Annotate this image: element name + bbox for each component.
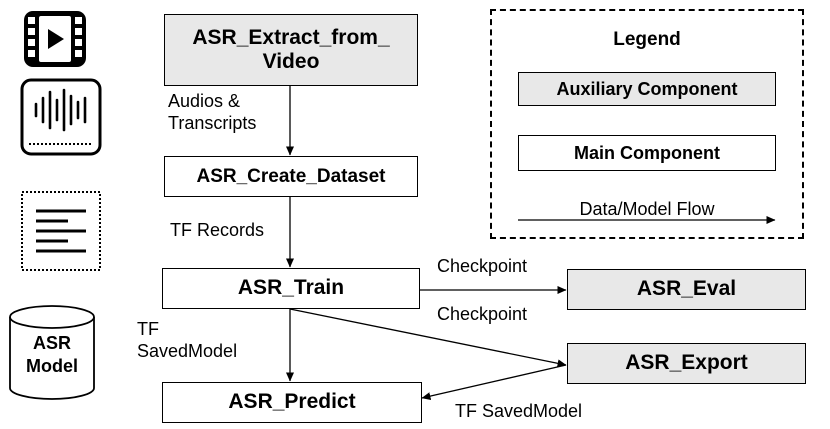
node-asr-predict[interactable]: ASR_Predict — [162, 382, 422, 423]
legend-flow-label: Data/Model Flow — [579, 199, 715, 219]
legend-title: Legend — [613, 29, 681, 50]
legend-auxiliary-component: Auxiliary Component — [518, 72, 776, 106]
node-label: ASR_Eval — [636, 277, 737, 301]
legend-panel: Legend Auxiliary Component Main Componen… — [490, 9, 804, 239]
node-label: ASR_Create_Dataset — [196, 165, 386, 187]
node-asr-extract-from-video[interactable]: ASR_Extract_from_ Video — [164, 14, 418, 86]
edge-label-checkpoint-export: Checkpoint — [437, 304, 528, 324]
model-icon-label: ASR Model — [10, 332, 94, 377]
model-label-line2: Model — [26, 355, 78, 376]
node-label: ASR_Export — [625, 351, 748, 375]
edge-label-line: SavedModel — [137, 340, 238, 361]
node-label: ASR_Predict — [228, 390, 356, 414]
arrow-export-to-predict — [421, 364, 567, 401]
transcript-icon — [21, 191, 101, 271]
arrow-train-to-export — [289, 308, 567, 368]
node-label: ASR_Extract_from_ Video — [192, 25, 390, 73]
node-label: ASR_Train — [237, 276, 345, 300]
node-asr-create-dataset[interactable]: ASR_Create_Dataset — [164, 156, 418, 197]
edge-label-line: Audios & — [168, 91, 241, 111]
edge-label-checkpoint-eval: Checkpoint — [437, 256, 528, 276]
edge-label-line: Transcripts — [168, 112, 257, 133]
edge-label-tf-records: TF Records — [170, 220, 265, 240]
audio-icon — [20, 78, 102, 156]
edge-label-tf-savedmodel-export: TF SavedModel — [455, 401, 583, 421]
node-asr-export[interactable]: ASR_Export — [567, 343, 806, 384]
legend-label: Auxiliary Component — [556, 78, 738, 99]
model-label-line1: ASR — [32, 333, 71, 353]
video-icon — [24, 11, 86, 67]
edge-label-audios-transcripts: Audios & Transcripts — [168, 91, 256, 134]
legend-main-component: Main Component — [518, 135, 776, 171]
edge-label-line: TF — [137, 319, 159, 339]
edge-label-tf-savedmodel-train: TF SavedModel — [137, 319, 237, 362]
node-asr-eval[interactable]: ASR_Eval — [567, 269, 806, 310]
node-asr-train[interactable]: ASR_Train — [162, 268, 420, 309]
model-database-icon — [9, 305, 95, 400]
legend-label: Main Component — [574, 142, 720, 163]
